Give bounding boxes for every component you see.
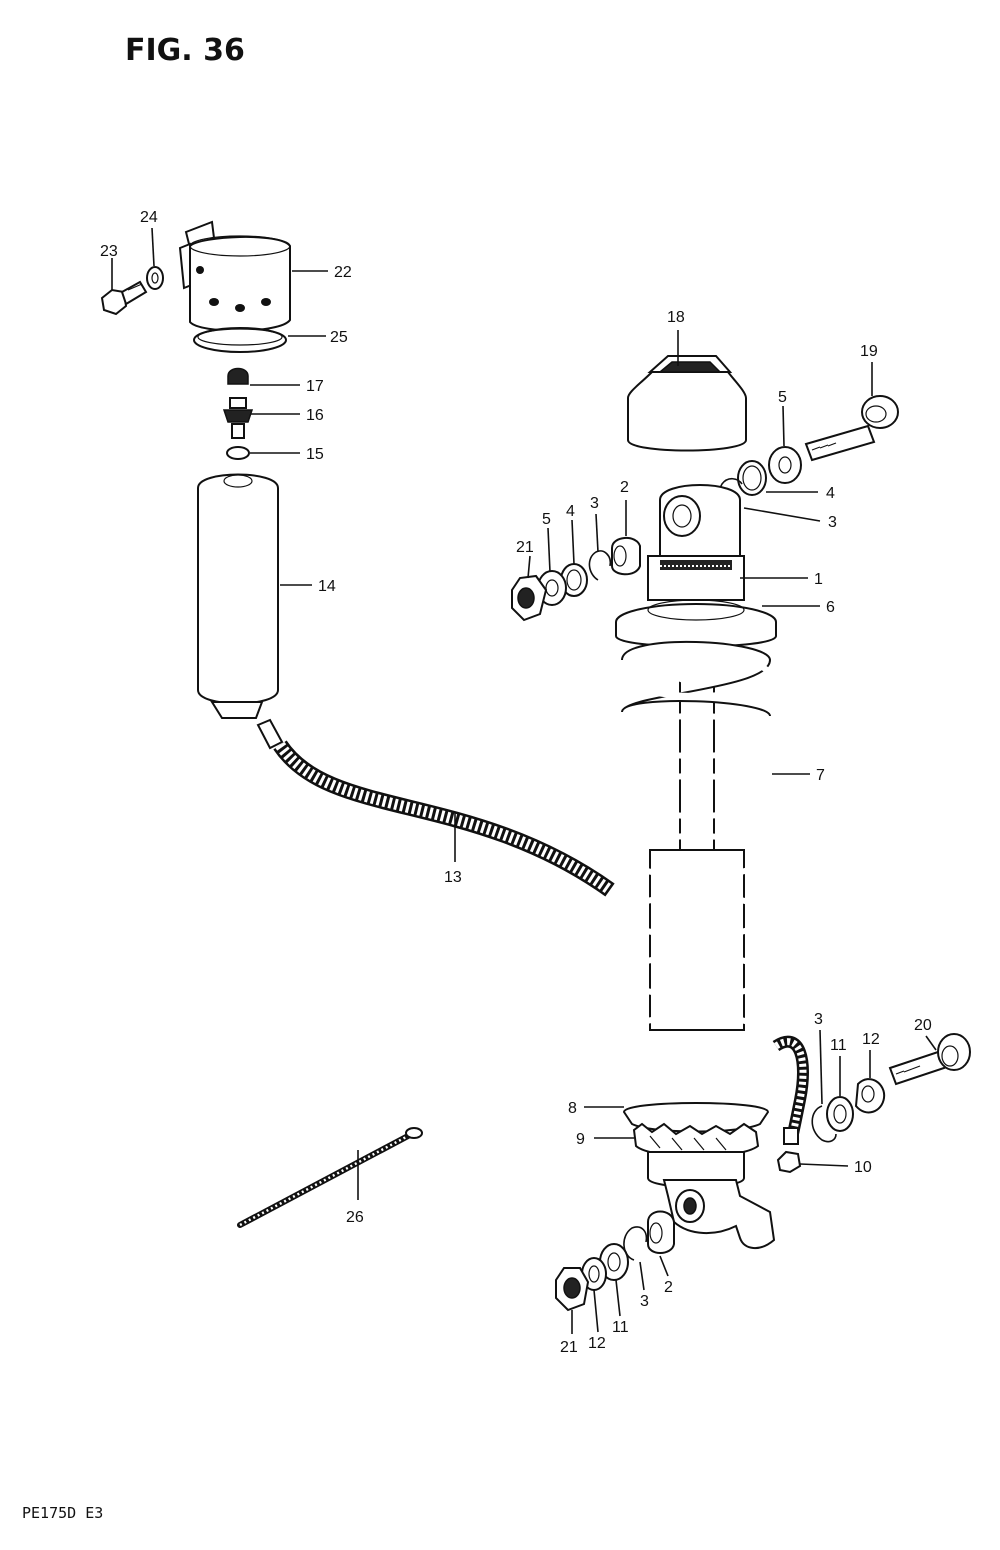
callout-20: 20 [914, 1017, 932, 1034]
part-24-washer [146, 266, 164, 290]
callout-3-upper: 3 [590, 495, 599, 512]
callout-7: 7 [816, 767, 825, 784]
part-20-bolt [888, 1033, 971, 1086]
part-3-circlip-lower-right [811, 1105, 837, 1143]
callout-17: 17 [306, 378, 324, 395]
callout-22: 22 [334, 264, 352, 281]
callout-3-right: 3 [828, 514, 837, 531]
part-11-washer-right [826, 1096, 854, 1132]
callout-11-right: 11 [830, 1037, 847, 1054]
part-21-nut-upper [511, 574, 548, 622]
callout-15: 15 [306, 446, 324, 463]
callout-21-lower: 21 [560, 1339, 578, 1356]
callout-13: 13 [444, 869, 462, 886]
part-26-cable-tie [237, 1127, 423, 1228]
part-11-washer-lower-left [599, 1243, 629, 1281]
part-1-lower-mount [647, 1151, 776, 1249]
part-12-spacer-right [854, 1078, 886, 1114]
callout-5-right: 5 [778, 389, 787, 406]
leader-lines [111, 227, 937, 1334]
callout-5-upper: 5 [542, 511, 551, 528]
part-10-nut [776, 1150, 802, 1174]
part-1-upper-eye [647, 484, 745, 601]
callout-23: 23 [100, 243, 118, 260]
part-23-bolt [100, 280, 148, 316]
part-17-cap [227, 367, 249, 385]
part-5-spacer-right [768, 446, 802, 484]
part-13-hose [256, 718, 615, 897]
part-2-bushing-upper [611, 537, 641, 576]
part-18-boot [627, 355, 747, 452]
part-16-valve [222, 397, 254, 439]
callout-18: 18 [667, 309, 685, 326]
figure-footer-code: PE175D E3 [22, 1504, 103, 1522]
callout-1: 1 [814, 571, 823, 588]
callout-24: 24 [140, 209, 158, 226]
callout-3-lower-left: 3 [640, 1293, 649, 1310]
callout-16: 16 [306, 407, 324, 424]
callout-8: 8 [568, 1100, 577, 1117]
callout-12-lower-left: 12 [588, 1335, 606, 1352]
part-19-bolt [804, 395, 899, 462]
figure-title: FIG. 36 [125, 33, 245, 68]
callout-14: 14 [318, 578, 336, 595]
part-14-reservoir [197, 473, 279, 719]
callout-2-upper: 2 [620, 479, 629, 496]
part-hose-fitting-right [772, 1035, 809, 1145]
callout-11-lower-left: 11 [612, 1319, 629, 1336]
part-21-nut-lower [555, 1267, 590, 1312]
callout-4-right: 4 [826, 485, 835, 502]
part-3-circlip-upper-left [588, 550, 612, 581]
part-7-coil-spring [619, 640, 773, 1115]
part-25-rubber [193, 327, 287, 353]
callout-9: 9 [576, 1131, 585, 1148]
part-6-spring-seat [615, 599, 777, 648]
callout-2-lower: 2 [664, 1279, 673, 1296]
part-22-clamp [178, 220, 291, 332]
part-4-ring-right [737, 460, 767, 496]
part-2-bushing-lower [647, 1210, 675, 1254]
callout-3-lower-right: 3 [814, 1011, 823, 1028]
callout-4-upper: 4 [566, 503, 575, 520]
callout-6: 6 [826, 599, 835, 616]
callout-25: 25 [330, 329, 348, 346]
callout-21-upper: 21 [516, 539, 534, 556]
callout-10: 10 [854, 1159, 872, 1176]
part-15-o-ring [226, 446, 250, 460]
callout-12-right: 12 [862, 1031, 880, 1048]
callout-19: 19 [860, 343, 878, 360]
callout-26: 26 [346, 1209, 364, 1226]
